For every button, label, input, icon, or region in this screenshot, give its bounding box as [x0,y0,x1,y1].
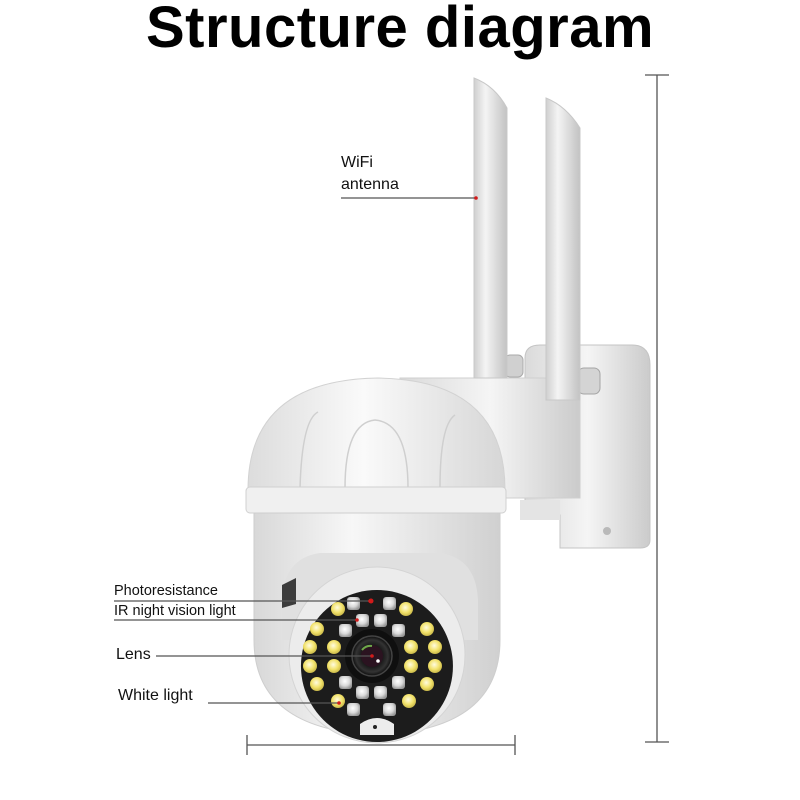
white-led [404,659,418,673]
label-wifi-antenna: WiFi antenna [341,152,399,196]
white-led [327,640,341,654]
camera-body [253,512,501,744]
white-led [331,694,345,708]
ir-led [392,624,405,637]
white-led [428,640,442,654]
label-wifi-line2: antenna [341,176,399,193]
white-led [310,677,324,691]
white-led [420,677,434,691]
callout-dot [370,654,374,658]
label-photoresistance: Photoresistance [114,583,218,599]
page-title: Structure diagram [145,0,655,60]
ir-led [347,597,360,610]
label-ir-night-vision-light: IR night vision light [114,603,236,619]
white-led [303,640,317,654]
white-led [310,622,324,636]
ir-led [339,624,352,637]
ir-led [347,703,360,716]
ir-led [374,686,387,699]
label-white-light: White light [118,687,193,704]
ir-led [339,676,352,689]
ir-led [392,676,405,689]
white-led [303,659,317,673]
white-led [420,622,434,636]
callout-lines [114,196,478,705]
ir-led [383,703,396,716]
ir-led [374,614,387,627]
label-wifi-line1: WiFi [341,154,373,171]
width-dimension-bar [246,735,516,755]
callout-dot [355,618,359,622]
label-lens: Lens [116,646,151,663]
white-led [399,602,413,616]
callout-dot [368,599,372,603]
callout-dot [337,701,341,705]
led-array [303,597,442,716]
white-led [404,640,418,654]
height-dimension-bar [645,74,669,743]
ir-led [383,597,396,610]
white-led [402,694,416,708]
white-led [327,659,341,673]
camera-dome [245,377,507,514]
callout-dot [474,196,478,200]
white-led [428,659,442,673]
wifi-antennas [473,77,581,401]
ir-led [356,614,369,627]
white-led [331,602,345,616]
ir-led [356,686,369,699]
